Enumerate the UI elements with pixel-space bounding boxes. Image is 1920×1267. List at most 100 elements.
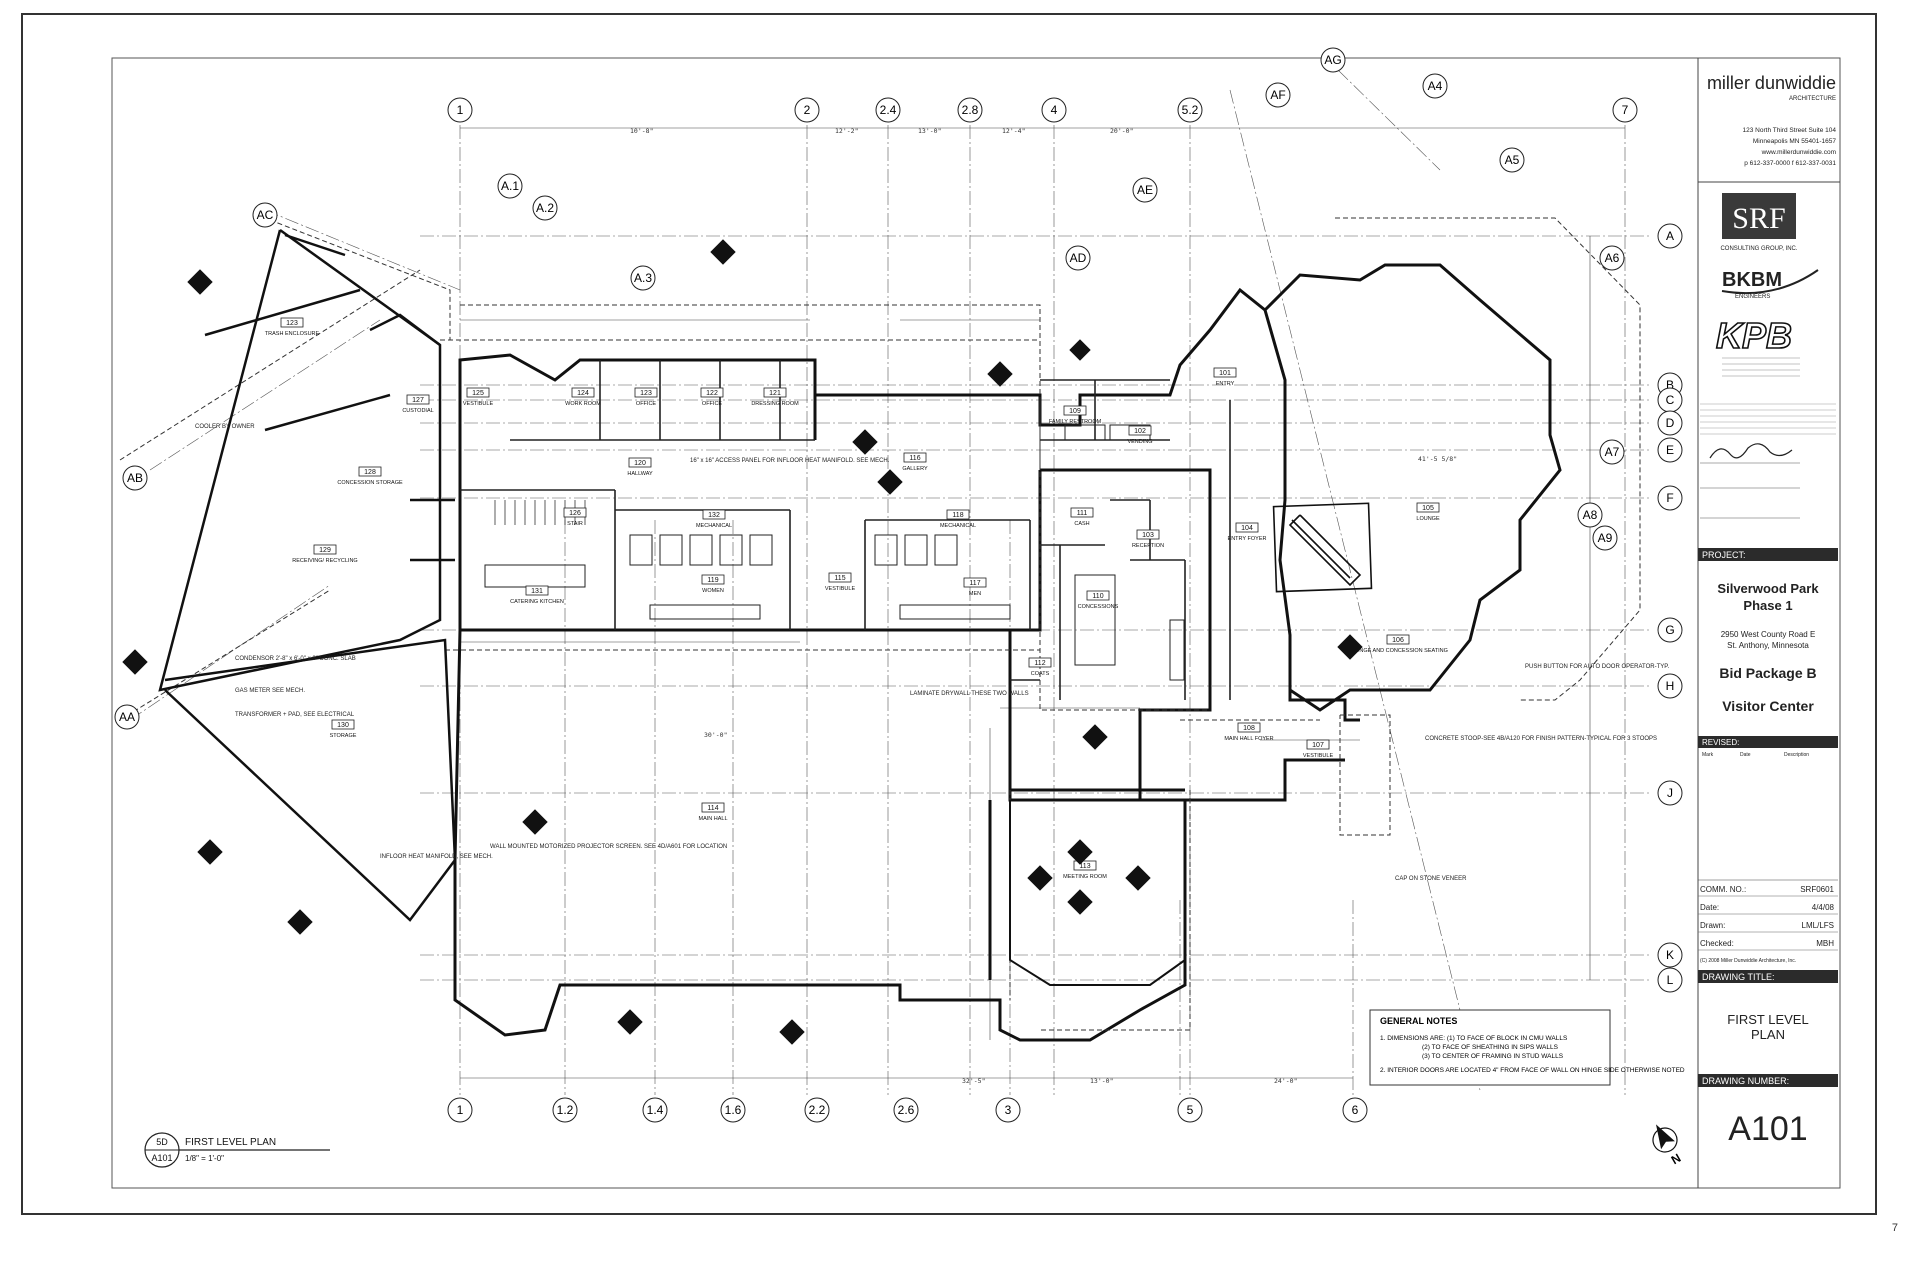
svg-text:GALLERY: GALLERY: [902, 466, 928, 472]
grid-bubbles-right: A B C D E F G H J K L: [1657, 223, 1683, 993]
svg-text:121: 121: [769, 390, 781, 397]
svg-text:REVISED:: REVISED:: [1702, 738, 1739, 747]
svg-text:MECHANICAL: MECHANICAL: [696, 523, 732, 529]
svg-text:129: 129: [319, 547, 331, 554]
svg-text:COATS: COATS: [1031, 671, 1050, 677]
svg-text:123: 123: [286, 320, 298, 327]
general-notes-box: GENERAL NOTES 1. DIMENSIONS ARE: (1) TO …: [1369, 1009, 1685, 1086]
svg-text:106: 106: [1392, 637, 1404, 644]
svg-text:PROJECT:: PROJECT:: [1702, 550, 1746, 560]
svg-text:DRESSING ROOM: DRESSING ROOM: [751, 401, 799, 407]
svg-text:p 612-337-0000 f 612-337-0031: p 612-337-0000 f 612-337-0031: [1744, 160, 1836, 167]
signature-icon: [1709, 443, 1793, 459]
svg-text:TRASH ENCLOSURE: TRASH ENCLOSURE: [265, 331, 320, 337]
lounge-fireplace: [1272, 502, 1373, 593]
svg-text:FIRST LEVEL PLAN: FIRST LEVEL PLAN: [185, 1137, 276, 1148]
svg-text:13'-0": 13'-0": [918, 127, 941, 135]
svg-text:L: L: [1667, 973, 1674, 987]
svg-text:C: C: [1666, 393, 1675, 407]
roof-overhang-lines: [119, 217, 1641, 1031]
svg-text:VESTIBULE: VESTIBULE: [1303, 753, 1334, 759]
svg-text:41'-5 5/8": 41'-5 5/8": [1418, 455, 1457, 463]
svg-text:Checked:: Checked:: [1700, 939, 1734, 948]
svg-text:1/8" = 1'-0": 1/8" = 1'-0": [185, 1154, 224, 1163]
svg-text:DRAWING NUMBER:: DRAWING NUMBER:: [1702, 1076, 1789, 1086]
title-block: miller dunwiddie ARCHITECTURE 123 North …: [1697, 58, 1840, 1188]
svg-text:OFFICE: OFFICE: [702, 401, 722, 407]
svg-text:INFLOOR HEAT MANIFOLD, SEE MEC: INFLOOR HEAT MANIFOLD, SEE MECH.: [380, 854, 493, 860]
svg-text:1: 1: [457, 103, 464, 117]
svg-text:F: F: [1666, 491, 1673, 505]
svg-text:Drawn:: Drawn:: [1700, 921, 1725, 930]
svg-text:CATERING KITCHEN: CATERING KITCHEN: [510, 599, 564, 605]
svg-text:108: 108: [1243, 725, 1255, 732]
svg-text:MAIN HALL: MAIN HALL: [698, 816, 727, 822]
svg-text:SRF: SRF: [1732, 202, 1785, 235]
svg-text:St. Anthony, Minnesota: St. Anthony, Minnesota: [1727, 641, 1809, 650]
svg-text:MEETING ROOM: MEETING ROOM: [1063, 874, 1107, 880]
svg-text:5D: 5D: [156, 1137, 168, 1147]
svg-text:4/4/08: 4/4/08: [1812, 903, 1835, 912]
grid-bubbles-bottom: 1 1.2 1.4 1.6 2.2 2.6 3 5 6: [447, 1097, 1368, 1123]
svg-text:1.6: 1.6: [725, 1103, 742, 1117]
srf-logo: [1722, 193, 1796, 239]
svg-text:1: 1: [457, 1103, 464, 1117]
svg-text:32'-5": 32'-5": [962, 1077, 985, 1085]
svg-text:ENTRY: ENTRY: [1216, 381, 1235, 387]
svg-text:2.2: 2.2: [809, 1103, 826, 1117]
svg-text:109: 109: [1069, 408, 1081, 415]
svg-text:HALLWAY: HALLWAY: [627, 471, 653, 477]
svg-text:COMM. NO.:: COMM. NO.:: [1700, 885, 1746, 894]
firm-subtitle: ARCHITECTURE: [1789, 96, 1836, 102]
svg-text:N: N: [1669, 1151, 1684, 1167]
svg-text:AB: AB: [127, 471, 143, 485]
svg-text:AE: AE: [1137, 183, 1153, 197]
svg-text:RECEIVING/ RECYCLING: RECEIVING/ RECYCLING: [292, 558, 357, 564]
svg-text:122: 122: [706, 390, 718, 397]
svg-text:Date: Date: [1740, 752, 1751, 758]
svg-text:PUSH BUTTON FOR AUTO DOOR OPER: PUSH BUTTON FOR AUTO DOOR OPERATOR-TYP.: [1525, 664, 1669, 670]
svg-text:105: 105: [1422, 505, 1434, 512]
svg-text:E: E: [1666, 443, 1674, 457]
svg-text:AA: AA: [119, 710, 135, 724]
svg-text:MEN: MEN: [969, 591, 981, 597]
floor-plan: 10'-8" 12'-2" 13'-0" 12'-4" 20'-0" 30'-0…: [119, 69, 1650, 1095]
svg-text:123 North Third Street Suite 1: 123 North Third Street Suite 104: [1743, 127, 1837, 134]
svg-text:MECHANICAL: MECHANICAL: [940, 523, 976, 529]
svg-text:TRANSFORMER + PAD, SEE ELECTRI: TRANSFORMER + PAD, SEE ELECTRICAL: [235, 712, 355, 718]
svg-text:MBH: MBH: [1816, 939, 1834, 948]
svg-text:101: 101: [1219, 370, 1231, 377]
plan-title: 5D A101 FIRST LEVEL PLAN 1/8" = 1'-0": [144, 1132, 330, 1168]
dimension-strings: [460, 127, 1625, 1079]
svg-text:H: H: [1666, 679, 1675, 693]
svg-text:A7: A7: [1605, 445, 1620, 459]
detail-markers: [122, 239, 1363, 1045]
svg-text:107: 107: [1312, 742, 1324, 749]
certification-text-lines: [1700, 403, 1836, 435]
svg-text:www.millerdunwiddie.com: www.millerdunwiddie.com: [1761, 149, 1836, 156]
svg-text:A5: A5: [1505, 153, 1520, 167]
svg-text:112: 112: [1034, 660, 1045, 667]
svg-text:120: 120: [634, 460, 646, 467]
service-wing: [158, 228, 457, 922]
svg-text:OFFICE: OFFICE: [636, 401, 656, 407]
svg-text:117: 117: [969, 580, 980, 587]
svg-text:(C) 2008 Miller Dunwiddie Arch: (C) 2008 Miller Dunwiddie Architecture, …: [1700, 958, 1796, 964]
svg-text:Date:: Date:: [1700, 903, 1719, 912]
svg-text:CAP ON STONE VENEER: CAP ON STONE VENEER: [1395, 876, 1467, 882]
svg-text:110: 110: [1092, 593, 1103, 600]
info-rows: COMM. NO.:SRF0601 Date:4/4/08 Drawn:LML/…: [1698, 885, 1838, 964]
svg-text:ENTRY FOYER: ENTRY FOYER: [1228, 536, 1267, 542]
